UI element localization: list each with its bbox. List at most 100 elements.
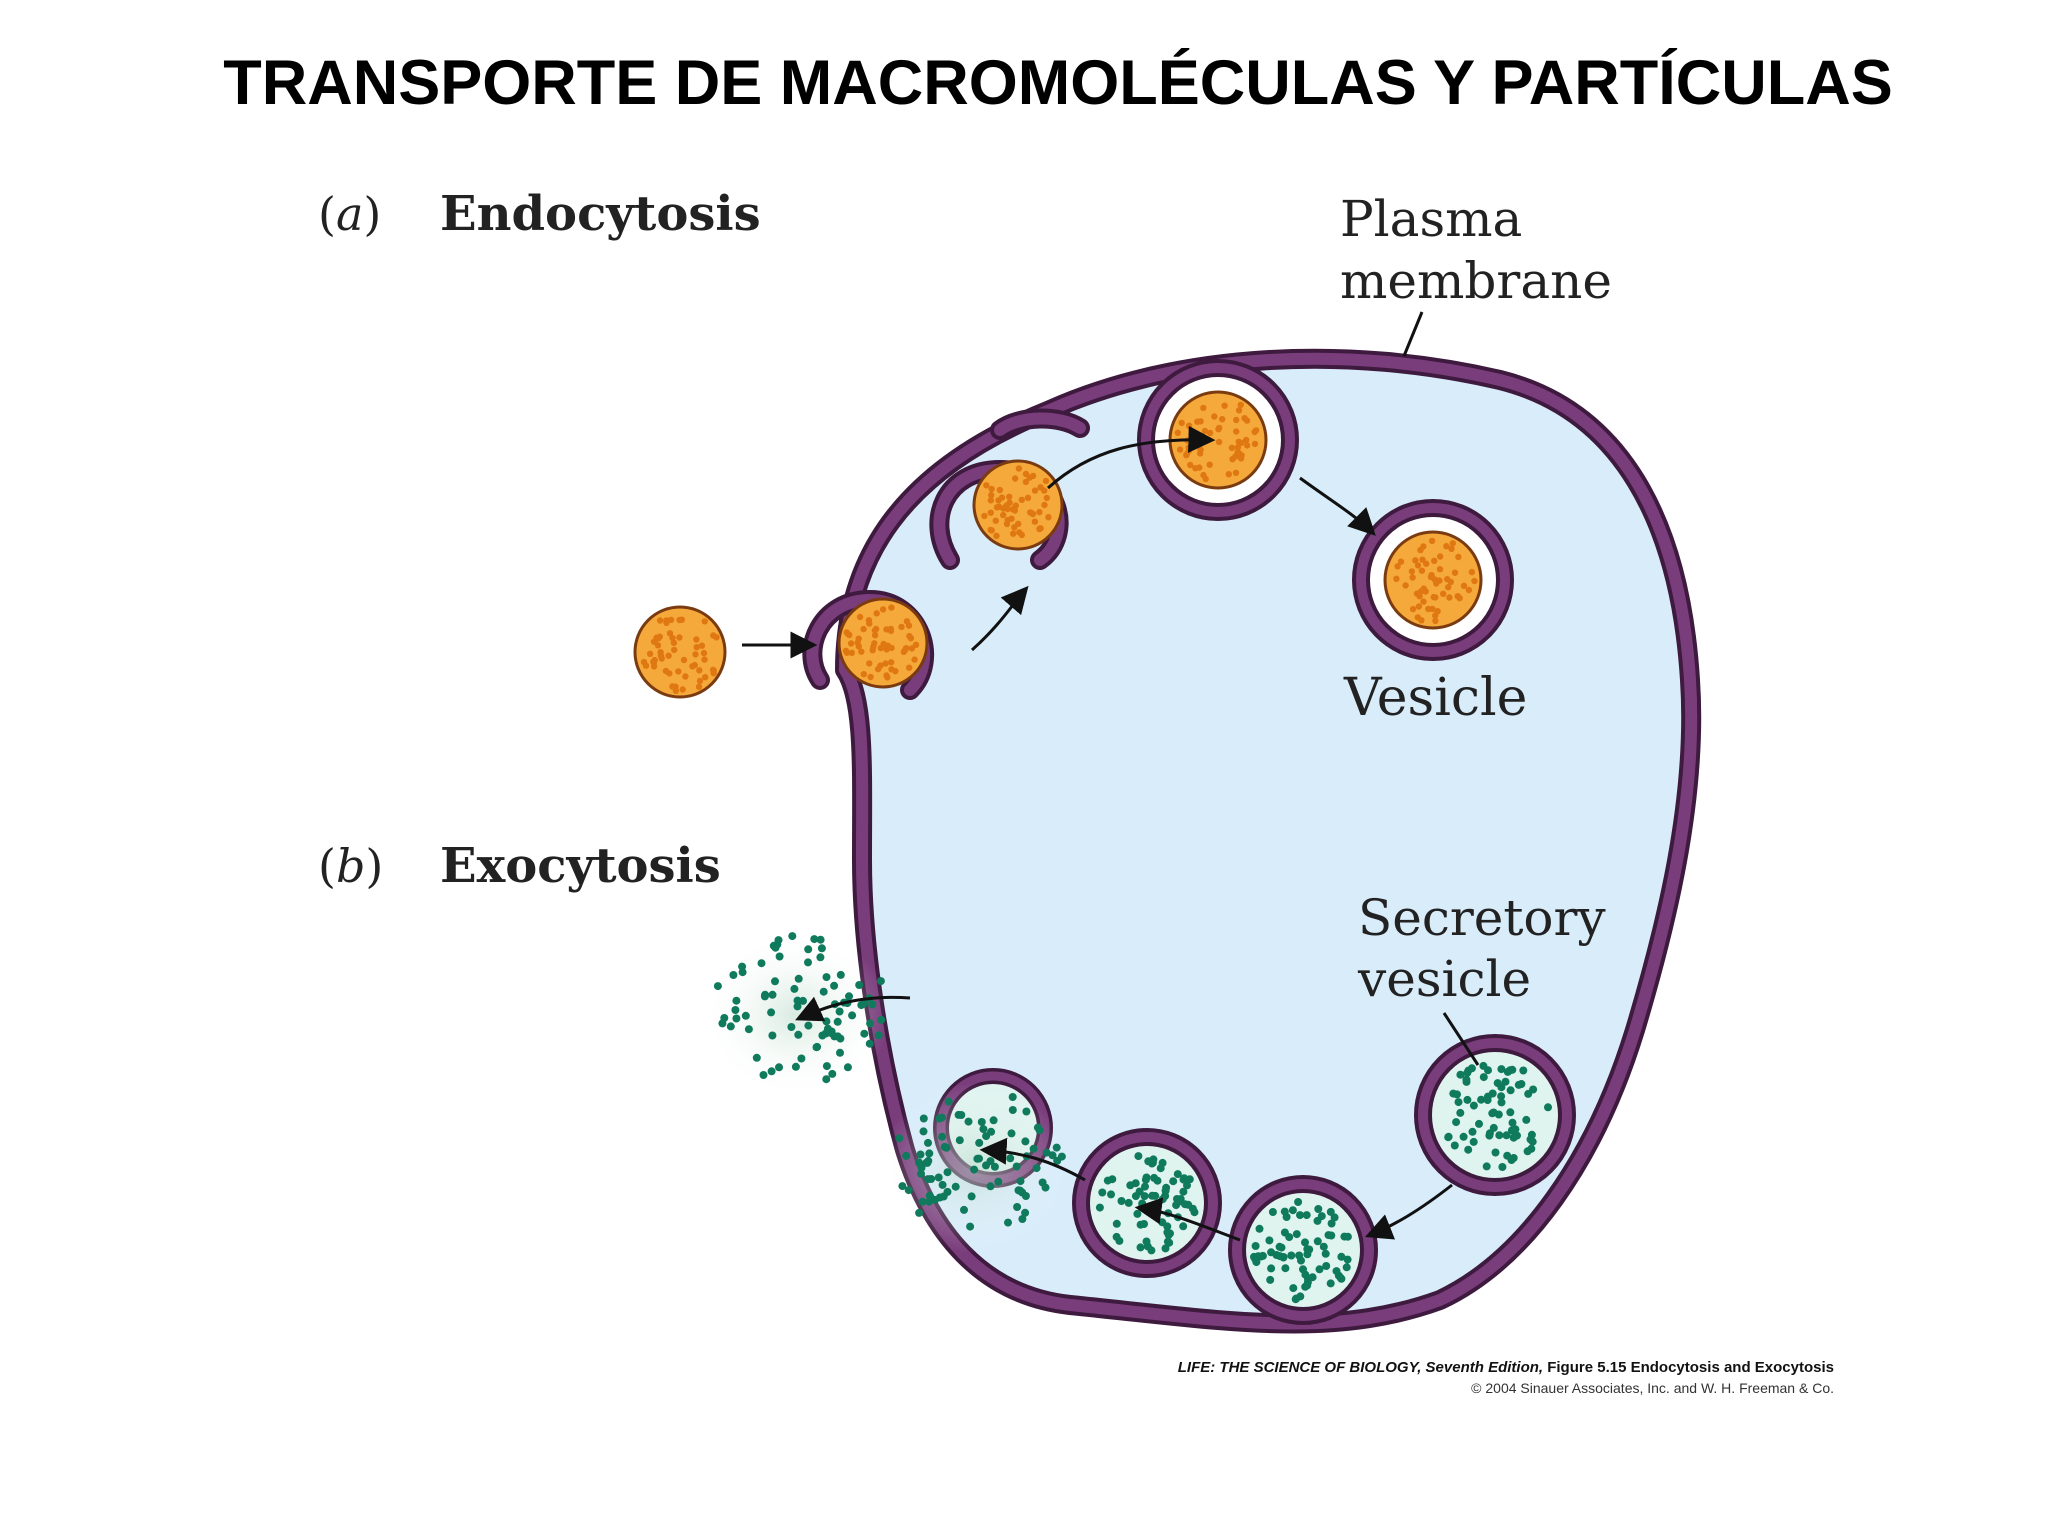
texture-dot [1112,1232,1121,1241]
texture-dot [1302,1211,1311,1220]
texture-dot [938,1132,947,1141]
texture-dot [1194,418,1201,425]
texture-dot [865,1039,874,1048]
texture-dot [988,527,995,534]
texture-dot [738,968,747,977]
texture-dot [1319,1242,1328,1251]
texture-dot [653,634,660,641]
texture-dot [1007,1129,1016,1138]
texture-dot [855,981,864,989]
texture-dot [1454,1098,1463,1107]
page-title: TRANSPORTE DE MACROMOLÉCULAS Y PARTÍCULA… [223,48,1893,118]
texture-dot [996,486,1004,494]
budding-particle-2 [972,459,1064,551]
texture-dot [804,958,812,967]
texture-dot [1420,598,1427,605]
texture-dot [874,1031,883,1040]
texture-dot [769,941,778,950]
texture-dot [982,1132,991,1141]
texture-dot [1456,1108,1465,1117]
texture-dot [744,1025,753,1034]
texture-dot [1326,1207,1335,1216]
texture-dot [1108,1175,1117,1184]
texture-dot [860,1029,869,1038]
texture-dot [1018,1215,1027,1223]
texture-dot [1234,444,1242,451]
endocytosis-label: Endocytosis [440,186,761,242]
internalized-vesicle-1 [1137,359,1299,521]
texture-dot [693,636,700,643]
texture-dot [993,532,1000,539]
texture-dot [916,1150,925,1159]
texture-dot [1497,1098,1506,1107]
texture-dot [925,1191,934,1200]
texture-dot [1243,442,1251,449]
texture-dot [919,1127,928,1136]
texture-dot [669,634,676,642]
texture-dot [888,644,895,652]
texture-dot [1453,1090,1461,1099]
texture-dot [1528,1137,1537,1146]
texture-dot [888,659,895,666]
plasma-membrane-label: Plasma membrane [1340,190,1612,357]
texture-dot [1150,1173,1159,1182]
texture-dot [975,1154,983,1163]
texture-dot [1448,545,1455,552]
secretory-vesicle-pointer [1442,1012,1480,1066]
texture-dot [986,1182,995,1191]
texture-dot [977,1118,986,1126]
texture-dot [1482,1162,1491,1171]
texture-dot [1107,1190,1115,1199]
texture-dot [767,1067,776,1076]
texture-dot [1522,1115,1531,1124]
texture-dot [1141,1182,1149,1191]
texture-dot [1477,1095,1486,1104]
released-secretion-2 [880,1083,1070,1253]
texture-dot [1313,1237,1322,1246]
texture-dot [1464,1145,1473,1154]
texture-dot [816,953,825,962]
texture-dot [1136,1243,1145,1252]
texture-dot [793,996,802,1005]
texture-dot [1124,1198,1133,1207]
texture-dot [879,606,887,613]
texture-dot [1024,494,1032,501]
texture-dot [675,668,682,675]
texture-dot [1015,520,1022,527]
secretory-vesicle [1414,1034,1576,1196]
texture-dot [1183,452,1190,459]
texture-dot [819,987,828,996]
texture-dot [791,1062,800,1071]
svg-text:Plasma: Plasma [1340,190,1522,248]
texture-dot [767,1008,776,1017]
texture-dot [1008,515,1015,522]
texture-dot [790,984,799,993]
texture-dot [942,1143,951,1152]
texture-dot [904,1186,913,1195]
texture-dot [960,1205,968,1214]
texture-dot [1287,1251,1296,1260]
texture-dot [943,1168,952,1177]
texture-dot [702,674,709,681]
texture-dot [1015,465,1023,472]
texture-dot [1393,575,1400,582]
svg-text:Secretory: Secretory [1358,889,1606,947]
texture-dot [1187,461,1194,469]
texture-dot [1021,1208,1030,1217]
texture-dot [1196,464,1203,471]
texture-dot [1317,1212,1326,1221]
texture-dot [1446,594,1453,601]
texture-dot [1305,1245,1314,1254]
texture-dot [944,1097,953,1106]
texture-dot [1277,1243,1286,1252]
texture-dot [989,1116,998,1125]
texture-dot [816,935,825,944]
texture-dot [1294,1198,1303,1206]
texture-dot [1268,1208,1277,1216]
texture-dot [882,660,889,667]
texture-dot [866,660,873,667]
texture-dot [1161,1244,1170,1253]
texture-dot [1452,1118,1461,1127]
texture-dot [1012,502,1019,509]
texture-dot [774,936,783,945]
